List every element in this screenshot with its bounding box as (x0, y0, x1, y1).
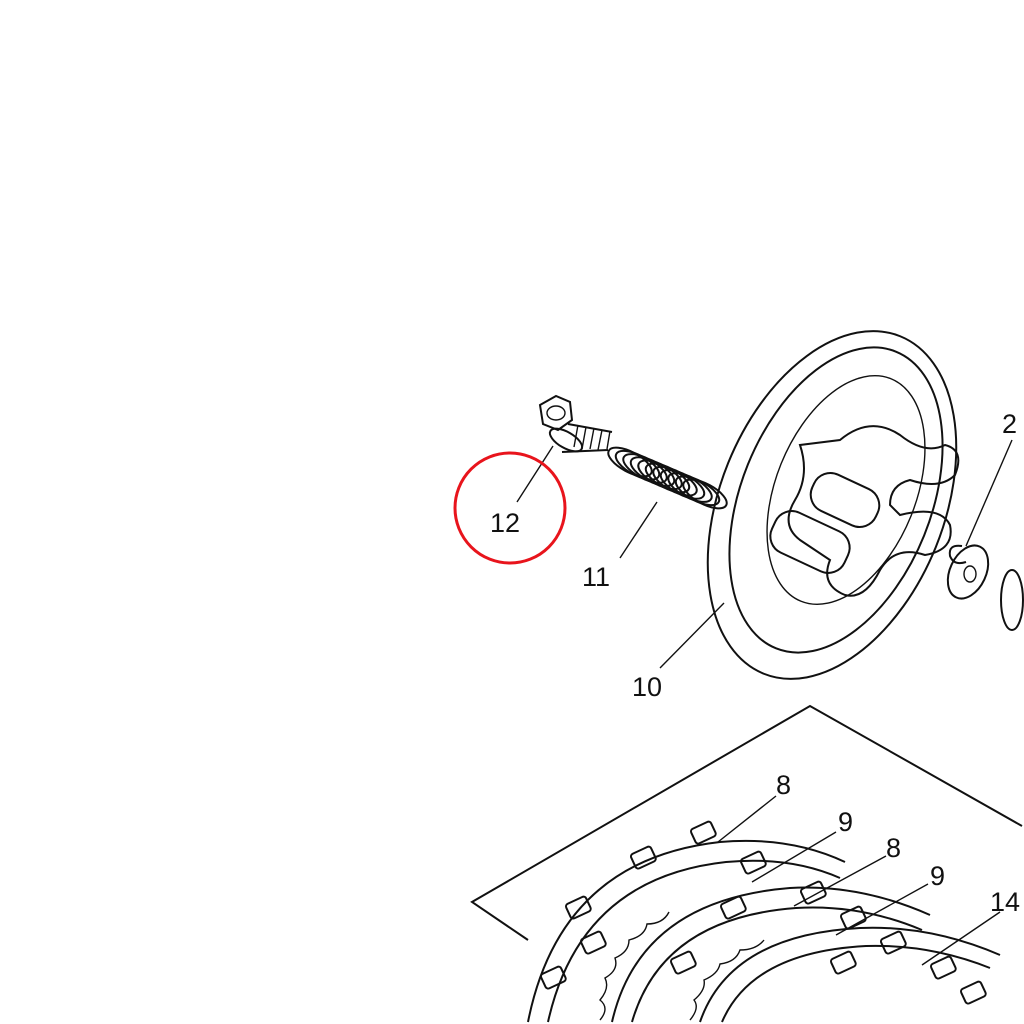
plate-tab (629, 845, 657, 870)
bolt-part (538, 394, 613, 453)
plate-tab (739, 850, 767, 875)
spring-coil (682, 478, 728, 510)
callout-label-11[interactable]: 11 (582, 562, 610, 592)
circlip-part (946, 544, 1024, 631)
plate-tab (839, 905, 867, 930)
pressure-plate-part (706, 330, 960, 680)
callout-label-2[interactable]: 2 (1002, 409, 1017, 439)
plate-tab (959, 980, 987, 1005)
clutch-plates-part (527, 820, 1001, 1023)
callout-label-14[interactable]: 14 (990, 887, 1020, 917)
plate-tab (689, 820, 717, 845)
plate-tab (799, 880, 827, 905)
plate-tab (829, 950, 857, 975)
plate-tab (879, 930, 907, 955)
plate-tab (564, 895, 592, 920)
spring-part (607, 446, 728, 510)
plate-tab (539, 965, 567, 990)
callout-label-9b[interactable]: 9 (930, 861, 945, 891)
highlight-circle (453, 451, 567, 565)
callout-label-8a[interactable]: 8 (776, 770, 791, 800)
plate-tab (719, 895, 747, 920)
callout-label-8b[interactable]: 8 (886, 833, 901, 863)
callout-label-10[interactable]: 10 (632, 672, 662, 702)
group-bracket (470, 704, 1023, 941)
leader-lines (516, 439, 1013, 966)
callout-label-12[interactable]: 12 (490, 508, 520, 538)
plate-tab (929, 955, 957, 980)
plate-tab (669, 950, 697, 975)
callout-label-9a[interactable]: 9 (838, 807, 853, 837)
plate-tab (579, 930, 607, 955)
